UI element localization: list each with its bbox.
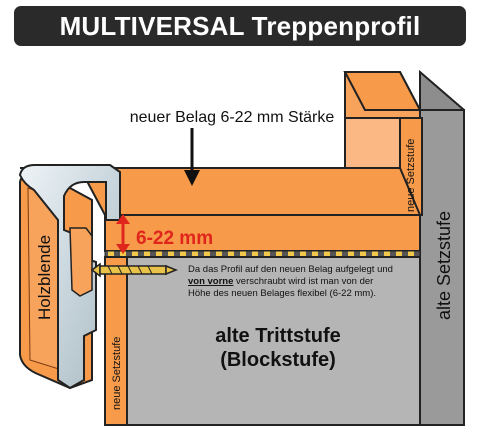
new-riser-top-label: neue Setzstufe xyxy=(405,139,417,212)
note-line-3: Höhe des neuen Belages flexibel (6-22 mm… xyxy=(188,288,376,299)
screw-icon xyxy=(90,262,179,278)
thickness-label: 6-22 mm xyxy=(136,228,213,249)
note-line-2-rest: verschraubt wird ist man von der xyxy=(233,276,373,287)
profile-clip xyxy=(69,227,93,297)
new-covering-label: neuer Belag 6-22 mm Stärke xyxy=(130,109,335,126)
old-tread-label-line2: (Blockstufe) xyxy=(220,349,336,371)
new-riser-bottom xyxy=(104,256,128,426)
dimension-arrow-icon xyxy=(116,214,130,254)
old-tread-block xyxy=(124,256,421,426)
wood-fascia-label: Holzblende xyxy=(35,235,54,320)
new-riser-top-face xyxy=(343,71,422,111)
title-bar: MULTIVERSAL Treppenprofil xyxy=(14,6,466,46)
aluminium-profile xyxy=(18,164,121,390)
new-riser-bottom-label: neue Setzstufe xyxy=(111,337,123,410)
page-title: MULTIVERSAL Treppenprofil xyxy=(59,10,421,41)
old-tread-label-line1: alte Trittstufe xyxy=(215,325,341,347)
note-emphasis: von vorne xyxy=(188,276,233,287)
old-riser-label: alte Setzstufe xyxy=(434,211,454,320)
new-riser-top-back xyxy=(344,117,401,169)
old-riser-front xyxy=(419,109,465,426)
arrow-down-icon xyxy=(184,128,200,186)
note-line-1: Da das Profil auf den neuen Belag aufgel… xyxy=(188,264,393,275)
note-line-2: von vorne verschraubt wird ist man von d… xyxy=(188,276,373,287)
